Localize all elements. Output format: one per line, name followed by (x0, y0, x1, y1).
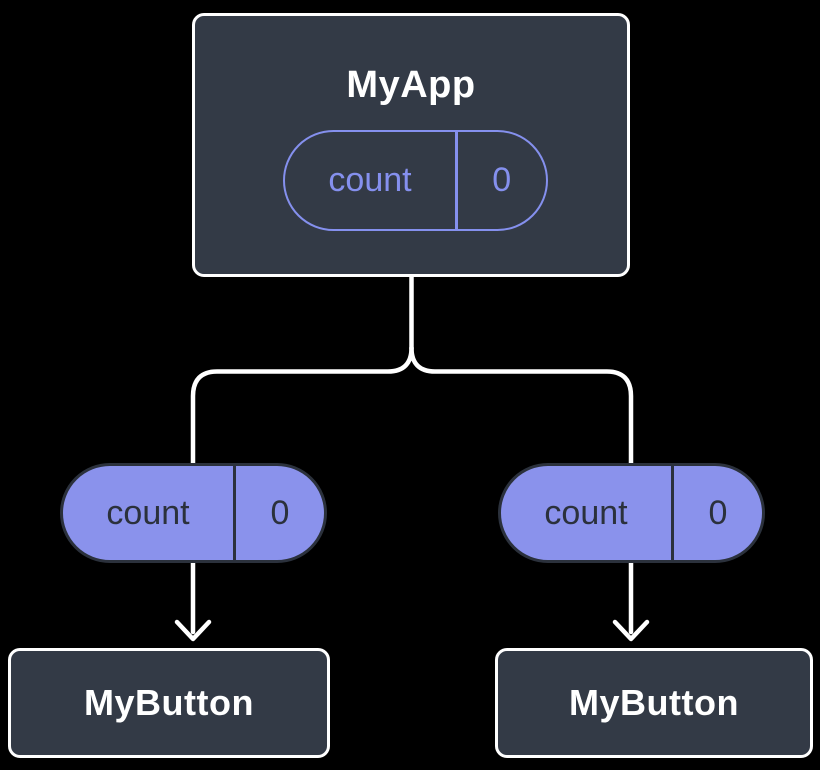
pill-divider (455, 132, 458, 229)
state-value: 0 (492, 161, 512, 199)
node-myapp: MyApp count 0 (192, 13, 630, 277)
connector-branch-left (190, 345, 414, 467)
state-name: count (328, 161, 412, 199)
arrow-down-icon (612, 619, 650, 642)
prop-pill-left: count 0 (60, 463, 327, 563)
prop-name: count (106, 493, 190, 532)
node-mybutton-left: MyButton (8, 648, 330, 758)
pill-divider (233, 466, 236, 560)
arrow-down-icon (174, 619, 212, 642)
state-pill-myapp: count 0 (283, 130, 548, 231)
pill-divider (671, 466, 674, 560)
connector-branch-right (409, 345, 634, 467)
node-myapp-title: MyApp (346, 64, 476, 106)
prop-pill-right: count 0 (498, 463, 765, 563)
prop-value: 0 (270, 493, 290, 532)
node-mybutton-right: MyButton (495, 648, 813, 758)
node-mybutton-title: MyButton (569, 682, 739, 723)
prop-value: 0 (708, 493, 728, 532)
prop-name: count (544, 493, 628, 532)
node-mybutton-title: MyButton (84, 682, 254, 723)
